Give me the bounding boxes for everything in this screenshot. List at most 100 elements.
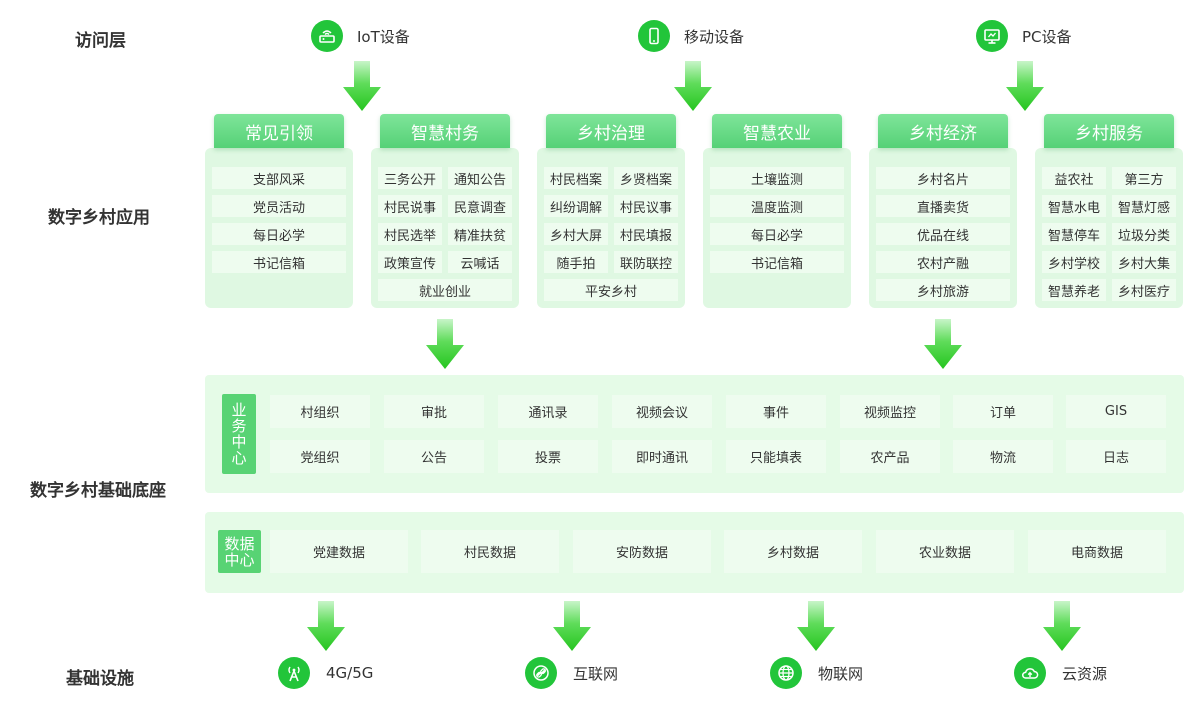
app-item[interactable]: 智慧水电 (1042, 195, 1106, 217)
app-item[interactable]: 温度监测 (710, 195, 844, 217)
app-item[interactable]: 乡村名片 (876, 167, 1010, 189)
row-label-access: 访问层 (75, 31, 126, 51)
infra-label: 物联网 (818, 664, 864, 683)
business-item[interactable]: 物流 (953, 440, 1053, 473)
business-item[interactable]: 视频会议 (612, 395, 712, 428)
app-item[interactable]: 党员活动 (212, 195, 346, 217)
app-card-title[interactable]: 常见引领 (214, 114, 344, 148)
app-item[interactable]: 每日必学 (710, 223, 844, 245)
row-label-apps: 数字乡村应用 (48, 208, 150, 228)
app-item[interactable]: 智慧灯感 (1112, 195, 1176, 217)
business-item[interactable]: 公告 (384, 440, 484, 473)
app-card-title[interactable]: 乡村治理 (546, 114, 676, 148)
cloud-icon (1014, 657, 1046, 689)
down-arrow-icon (343, 61, 381, 111)
app-item[interactable]: 精准扶贫 (448, 223, 512, 245)
phone-icon (638, 20, 670, 52)
app-item[interactable]: 乡村旅游 (876, 279, 1010, 301)
infra-item-cloud: 云资源 (1014, 657, 1107, 689)
business-item[interactable]: 投票 (498, 440, 598, 473)
data-item[interactable]: 乡村数据 (724, 530, 862, 573)
business-item[interactable]: 订单 (953, 395, 1053, 428)
app-item[interactable]: 书记信箱 (710, 251, 844, 273)
globe-icon (770, 657, 802, 689)
down-arrow-icon (674, 61, 712, 111)
app-item[interactable]: 土壤监测 (710, 167, 844, 189)
app-item[interactable]: 村民议事 (614, 195, 678, 217)
app-item[interactable]: 村民选举 (378, 223, 442, 245)
business-item[interactable]: 审批 (384, 395, 484, 428)
app-item[interactable]: 乡村大集 (1112, 251, 1176, 273)
app-item[interactable]: 三务公开 (378, 167, 442, 189)
app-item[interactable]: 通知公告 (448, 167, 512, 189)
app-item[interactable]: 垃圾分类 (1112, 223, 1176, 245)
down-arrow-icon (426, 319, 464, 369)
app-card-title[interactable]: 智慧村务 (380, 114, 510, 148)
infra-label: 4G/5G (326, 664, 374, 682)
app-item[interactable]: 村民说事 (378, 195, 442, 217)
infra-label: 云资源 (1062, 664, 1108, 683)
app-item[interactable]: 优品在线 (876, 223, 1010, 245)
access-device-iot: IoT设备 (311, 19, 410, 53)
app-item[interactable]: 益农社 (1042, 167, 1106, 189)
down-arrow-icon (1043, 601, 1081, 651)
infra-item-iot: 物联网 (770, 657, 863, 689)
access-device-label: 移动设备 (684, 27, 745, 46)
antenna-icon (278, 657, 310, 689)
monitor-icon (976, 20, 1008, 52)
data-item[interactable]: 电商数据 (1028, 530, 1166, 573)
data-item[interactable]: 农业数据 (876, 530, 1014, 573)
down-arrow-icon (307, 601, 345, 651)
app-item[interactable]: 智慧养老 (1042, 279, 1106, 301)
app-item[interactable]: 书记信箱 (212, 251, 346, 273)
app-item[interactable]: 乡贤档案 (614, 167, 678, 189)
infra-label: 互联网 (573, 664, 619, 683)
app-item[interactable]: 村民档案 (544, 167, 608, 189)
row-label-infra: 基础设施 (66, 669, 134, 689)
business-item[interactable]: 农产品 (840, 440, 940, 473)
business-item[interactable]: 党组织 (270, 440, 370, 473)
app-item[interactable]: 每日必学 (212, 223, 346, 245)
business-center-panel (205, 375, 1184, 493)
infra-item-internet: 互联网 (525, 657, 618, 689)
business-item[interactable]: 只能填表 (726, 440, 826, 473)
app-item[interactable]: 云喊话 (448, 251, 512, 273)
business-item[interactable]: 事件 (726, 395, 826, 428)
app-item[interactable]: 智慧停车 (1042, 223, 1106, 245)
app-item[interactable]: 纠纷调解 (544, 195, 608, 217)
app-item[interactable]: 政策宣传 (378, 251, 442, 273)
business-item[interactable]: 即时通讯 (612, 440, 712, 473)
down-arrow-icon (924, 319, 962, 369)
app-item[interactable]: 乡村医疗 (1112, 279, 1176, 301)
app-item[interactable]: 乡村大屏 (544, 223, 608, 245)
app-item[interactable]: 民意调查 (448, 195, 512, 217)
business-item[interactable]: 村组织 (270, 395, 370, 428)
app-item[interactable]: 平安乡村 (544, 279, 678, 301)
app-item[interactable]: 随手拍 (544, 251, 608, 273)
app-card-title[interactable]: 乡村经济 (878, 114, 1008, 148)
app-item[interactable]: 联防联控 (614, 251, 678, 273)
business-center-tag: 业务中心 (222, 394, 256, 474)
business-item[interactable]: GIS (1066, 395, 1166, 428)
access-device-label: PC设备 (1022, 27, 1072, 46)
app-item[interactable]: 就业创业 (378, 279, 512, 301)
data-center-tag: 数据中心 (218, 530, 261, 573)
app-item[interactable]: 村民填报 (614, 223, 678, 245)
app-card-title[interactable]: 乡村服务 (1044, 114, 1174, 148)
router-icon (311, 20, 343, 52)
business-item[interactable]: 视频监控 (840, 395, 940, 428)
app-item[interactable]: 乡村学校 (1042, 251, 1106, 273)
row-label-base: 数字乡村基础底座 (30, 481, 166, 501)
data-item[interactable]: 党建数据 (270, 530, 408, 573)
business-item[interactable]: 通讯录 (498, 395, 598, 428)
data-item[interactable]: 安防数据 (573, 530, 711, 573)
down-arrow-icon (553, 601, 591, 651)
app-card-title[interactable]: 智慧农业 (712, 114, 842, 148)
app-item[interactable]: 直播卖货 (876, 195, 1010, 217)
app-item[interactable]: 支部风采 (212, 167, 346, 189)
app-item[interactable]: 农村产融 (876, 251, 1010, 273)
data-item[interactable]: 村民数据 (421, 530, 559, 573)
business-item[interactable]: 日志 (1066, 440, 1166, 473)
app-item[interactable]: 第三方 (1112, 167, 1176, 189)
down-arrow-icon (797, 601, 835, 651)
